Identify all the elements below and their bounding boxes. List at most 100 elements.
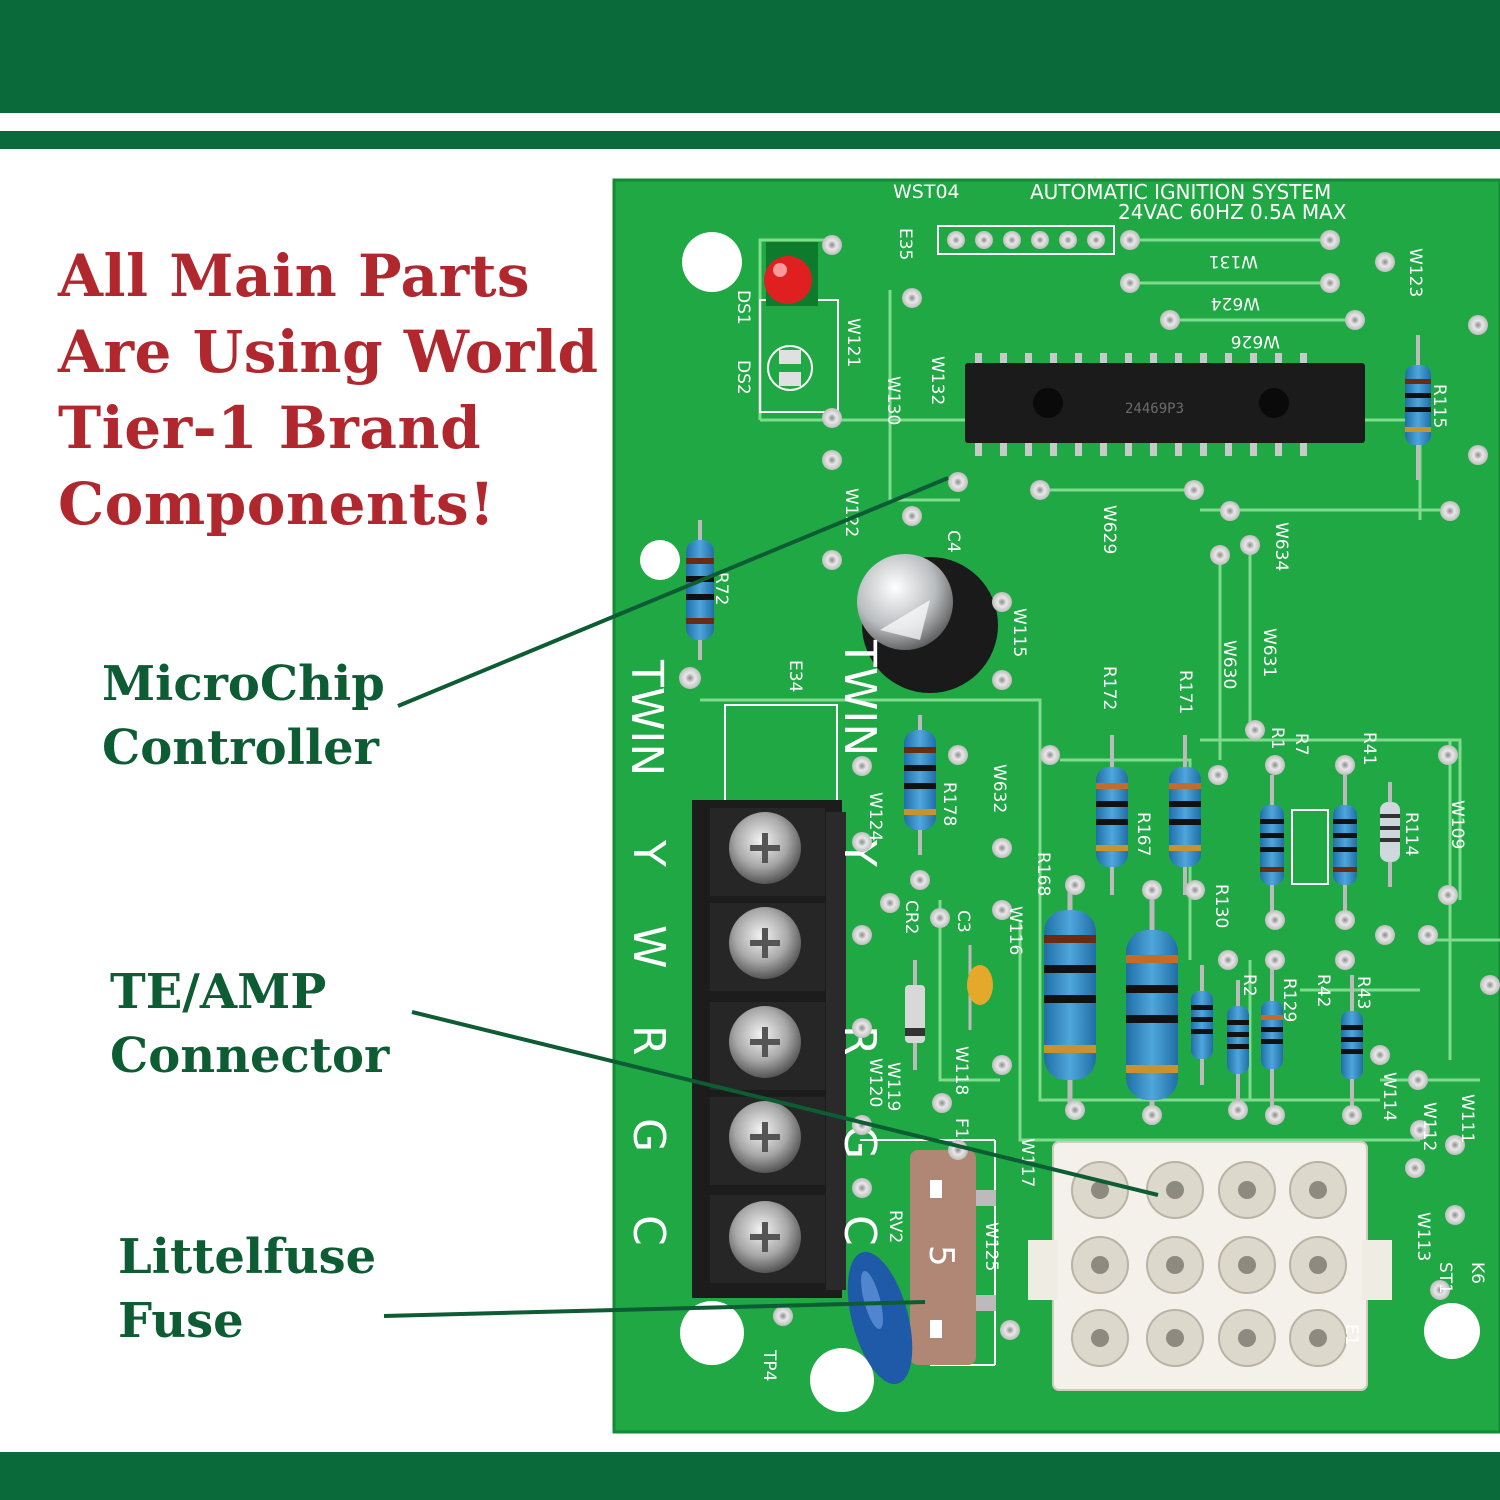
svg-text:W119: W119 [883, 1062, 903, 1111]
svg-text:W130: W130 [883, 376, 903, 425]
svg-text:W113: W113 [1413, 1212, 1433, 1261]
svg-text:R43: R43 [1353, 976, 1373, 1009]
svg-text:R168: R168 [1033, 852, 1053, 896]
chip-marking: 24469P3 [1125, 401, 1184, 417]
top-green-band [0, 0, 1500, 113]
leader-line-connector [411, 1010, 1159, 1197]
component-designators: E35 DS1 DS2 W121 W130 W132 W131 W624 W62… [711, 228, 1487, 1381]
blade-fuse: 5 [910, 1150, 996, 1365]
svg-text:R114: R114 [1401, 812, 1421, 856]
svg-text:R171: R171 [1175, 670, 1195, 714]
terminal-label-c: C [623, 1215, 674, 1246]
svg-text:W124: W124 [865, 792, 885, 841]
callout-fuse-line-2: Fuse [118, 1293, 244, 1349]
svg-text:C4: C4 [943, 530, 963, 553]
mounting-holes [640, 232, 1480, 1412]
svg-text:R167: R167 [1133, 812, 1153, 856]
svg-text:W115: W115 [1009, 608, 1029, 657]
terminal-label-w: W [623, 925, 674, 969]
svg-text:W116: W116 [1005, 906, 1025, 955]
varistor [847, 1251, 913, 1385]
svg-text:W630: W630 [1219, 640, 1239, 689]
svg-text:DS2: DS2 [733, 360, 753, 395]
svg-text:W631: W631 [1259, 628, 1279, 677]
svg-text:E34: E34 [785, 660, 805, 692]
svg-text:W112: W112 [1419, 1102, 1439, 1151]
headline-line-3: Tier-1 Brand [58, 394, 482, 462]
svg-text:F1: F1 [951, 1118, 971, 1139]
terminal-label-g: G [623, 1118, 674, 1152]
inner-label-twin: TWIN [834, 639, 885, 756]
svg-text:DS1: DS1 [733, 290, 753, 325]
headline-line-1: All Main Parts [58, 242, 531, 310]
electrolytic-capacitor [857, 554, 998, 693]
microcontroller-chip: 24469P3 [965, 353, 1365, 456]
svg-text:W118: W118 [951, 1046, 971, 1095]
callout-te-amp-connector: TE/AMP Connector [110, 960, 389, 1088]
screw-terminal-block [692, 800, 846, 1298]
callout-fuse-line-1: Littelfuse [118, 1229, 377, 1285]
board-title-line2: 24VAC 60HZ 0.5A MAX [1118, 200, 1347, 224]
svg-text:W629: W629 [1099, 505, 1119, 554]
callout-microchip-line-2: Controller [102, 720, 379, 776]
terminal-labels: TWIN Y W R G C TWIN Y R G C [621, 639, 885, 1246]
terminal-label-r: R [623, 1025, 674, 1056]
svg-text:W626: W626 [1231, 331, 1280, 351]
top-green-stripe [0, 131, 1500, 149]
svg-text:K6: K6 [1467, 1262, 1487, 1284]
svg-text:W125: W125 [981, 1222, 1001, 1271]
svg-text:ST1: ST1 [1435, 1262, 1455, 1294]
svg-text:E35: E35 [895, 228, 915, 260]
svg-text:W624: W624 [1211, 293, 1260, 313]
svg-text:R172: R172 [1099, 666, 1119, 710]
svg-text:R41: R41 [1359, 732, 1379, 765]
svg-text:CR2: CR2 [901, 900, 921, 935]
svg-text:R1: R1 [1267, 727, 1287, 750]
board-model: WST04 [893, 181, 960, 203]
svg-text:W131: W131 [1209, 251, 1258, 271]
solder-pads [679, 230, 1500, 1340]
callout-microchip-line-1: MicroChip [102, 656, 385, 712]
svg-text:W121: W121 [843, 318, 863, 367]
ds2-footprint [767, 345, 813, 391]
svg-text:W109: W109 [1447, 800, 1467, 849]
svg-text:W632: W632 [989, 764, 1009, 813]
svg-text:R72: R72 [711, 572, 731, 605]
leader-line-microchip [397, 476, 949, 708]
svg-text:W120: W120 [865, 1058, 885, 1107]
inner-label-c: C [834, 1215, 885, 1246]
svg-text:R115: R115 [1429, 384, 1449, 428]
svg-text:TP4: TP4 [759, 1349, 779, 1381]
red-led [764, 242, 818, 306]
twelve-pin-connector [1028, 1141, 1392, 1391]
svg-text:R7: R7 [1291, 733, 1311, 756]
terminal-label-twin: TWIN [621, 659, 672, 776]
callout-microchip-controller: MicroChip Controller [102, 652, 385, 780]
svg-text:R129: R129 [1279, 978, 1299, 1022]
svg-text:RV2: RV2 [885, 1210, 905, 1243]
svg-text:W111: W111 [1457, 1094, 1477, 1143]
terminal-label-y: Y [623, 839, 674, 867]
leader-line-fuse [383, 1300, 926, 1318]
svg-text:R42: R42 [1313, 974, 1333, 1007]
svg-text:R178: R178 [939, 782, 959, 826]
headline-line-4: Components! [58, 470, 496, 538]
program-header [937, 225, 1115, 255]
fuse-rating: 5 [921, 1245, 961, 1267]
headline: All Main Parts Are Using World Tier-1 Br… [58, 238, 618, 542]
ceramic-capacitor [967, 945, 993, 1030]
svg-text:W123: W123 [1405, 248, 1425, 297]
svg-text:E1: E1 [1341, 1324, 1361, 1346]
svg-text:C3: C3 [953, 910, 973, 933]
board-title-line1: AUTOMATIC IGNITION SYSTEM [1030, 180, 1331, 204]
svg-text:W634: W634 [1271, 522, 1291, 571]
svg-text:W132: W132 [927, 356, 947, 405]
callout-littelfuse-fuse: Littelfuse Fuse [118, 1225, 376, 1353]
svg-text:W122: W122 [841, 488, 861, 537]
headline-line-2: Are Using World [58, 318, 599, 386]
svg-text:W114: W114 [1379, 1072, 1399, 1121]
callout-connector-line-1: TE/AMP [110, 964, 327, 1020]
svg-text:R2: R2 [1239, 974, 1259, 997]
bottom-green-band [0, 1452, 1500, 1500]
